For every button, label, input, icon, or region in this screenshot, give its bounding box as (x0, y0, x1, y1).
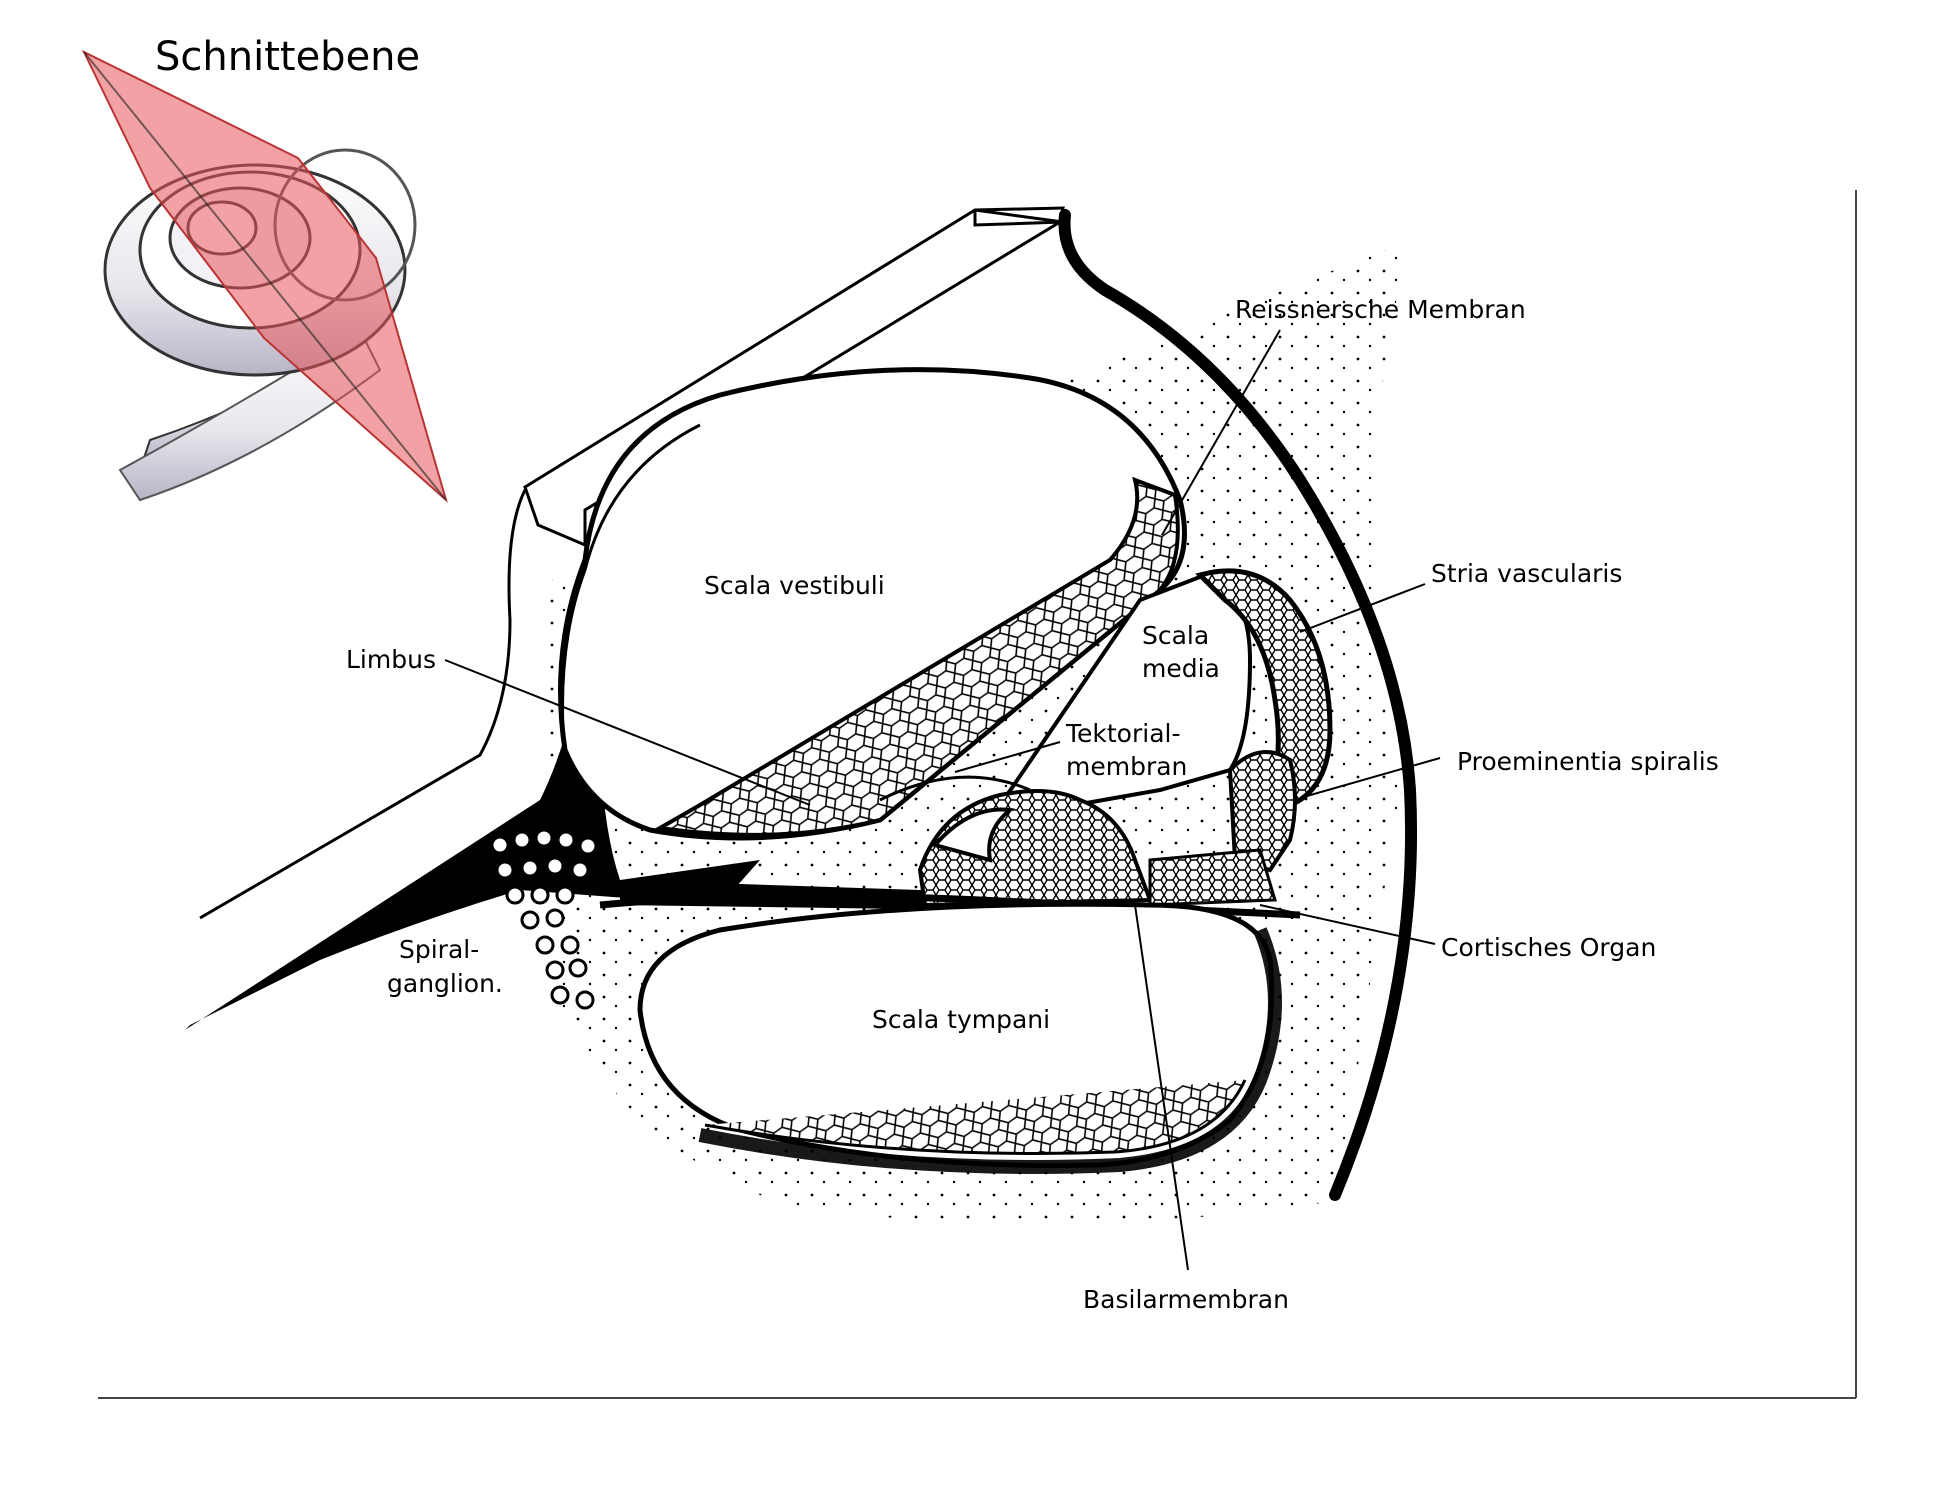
label-scala-tympani: Scala tympani (872, 1005, 1050, 1034)
label-spiralganglion-line2: ganglion. (387, 969, 503, 998)
label-cortisches-organ: Cortisches Organ (1441, 933, 1656, 962)
cochlea-cross-section (185, 206, 1441, 1271)
label-reissnersche-membran: Reissnersche Membran (1235, 295, 1526, 324)
label-tektorialmembran-line1: Tektorial- (1065, 719, 1181, 748)
label-proeminentia-spiralis: Proeminentia spiralis (1457, 747, 1719, 776)
cochlea-section-plane-icon (81, 49, 448, 504)
label-tektorialmembran-line2: membran (1066, 752, 1187, 781)
spiral-ganglion-cells (490, 828, 598, 1010)
leader-lines (444, 329, 1441, 1271)
diagram-frame (98, 190, 1857, 1399)
label-scala-media-line2: media (1142, 654, 1220, 683)
label-scala-media-line1: Scala (1142, 621, 1209, 650)
label-stria-vascularis: Stria vascularis (1431, 559, 1622, 588)
label-scala-vestibuli: Scala vestibuli (704, 571, 885, 600)
label-basilarmembran: Basilarmembran (1083, 1285, 1289, 1314)
label-limbus: Limbus (346, 645, 436, 674)
label-spiralganglion-line1: Spiral- (399, 935, 479, 964)
section-plane-title: Schnittebene (155, 34, 420, 80)
